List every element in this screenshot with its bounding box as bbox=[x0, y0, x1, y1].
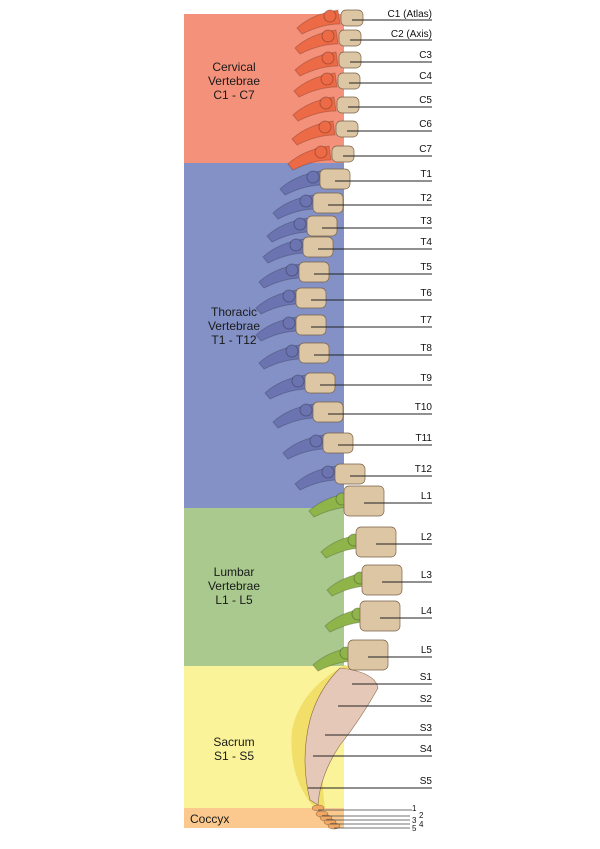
coccyx-segment-label: 4 bbox=[419, 820, 424, 829]
vertebra-label: T2 bbox=[420, 193, 432, 204]
facet-joint bbox=[320, 72, 334, 86]
vertebra-label: T8 bbox=[420, 343, 432, 354]
vertebra-label: L1 bbox=[420, 491, 432, 502]
facet-joint bbox=[285, 263, 299, 277]
facet-joint bbox=[289, 238, 303, 252]
vertebral-body bbox=[334, 463, 366, 485]
thoracic-label: Thoracic Vertebrae T1 - T12 bbox=[207, 305, 261, 347]
vertebra-label: S3 bbox=[419, 723, 432, 734]
coccyx-segment bbox=[327, 822, 341, 830]
facet-joint bbox=[314, 145, 328, 159]
vertebral-body bbox=[340, 9, 364, 27]
vertebra-label: C2 (Axis) bbox=[390, 29, 432, 40]
vertebral-body bbox=[322, 432, 354, 454]
vertebral-body bbox=[304, 372, 336, 394]
facet-joint bbox=[306, 170, 320, 184]
facet-joint bbox=[293, 217, 307, 231]
vertebral-body bbox=[343, 485, 385, 517]
facet-joint bbox=[282, 289, 296, 303]
coccyx-segment-label: 5 bbox=[412, 824, 417, 833]
coccyx-segment-label: 1 bbox=[412, 804, 417, 813]
coccyx-label: Coccyx bbox=[190, 812, 230, 826]
cervical-label: Cervical Vertebrae C1 - C7 bbox=[207, 60, 261, 102]
facet-joint bbox=[321, 51, 335, 65]
facet-joint bbox=[321, 465, 335, 479]
facet-joint bbox=[285, 344, 299, 358]
vertebra-label: T3 bbox=[420, 216, 432, 227]
vertebra-label: T5 bbox=[420, 262, 432, 273]
lumbar-label: Lumbar Vertebrae L1 - L5 bbox=[207, 565, 261, 607]
vertebral-body bbox=[302, 236, 334, 258]
vertebra-label: T12 bbox=[414, 464, 432, 475]
vertebra-label: S1 bbox=[419, 672, 432, 683]
vertebral-body bbox=[319, 168, 351, 190]
vertebral-body bbox=[355, 526, 397, 558]
vertebral-body bbox=[335, 120, 359, 138]
vertebra-label: S5 bbox=[419, 776, 432, 787]
vertebra-label: L3 bbox=[420, 570, 432, 581]
facet-joint bbox=[319, 96, 333, 110]
facet-joint bbox=[309, 434, 323, 448]
vertebra-label: C4 bbox=[419, 71, 432, 82]
coccyx-segment bbox=[311, 804, 325, 812]
vertebra-label: L2 bbox=[420, 532, 432, 543]
facet-joint bbox=[321, 29, 335, 43]
vertebra-label: S2 bbox=[419, 694, 432, 705]
facet-joint bbox=[291, 374, 305, 388]
facet-joint bbox=[318, 120, 332, 134]
vertebral-body bbox=[295, 314, 327, 336]
vertebral-body bbox=[298, 342, 330, 364]
sacrum-label: Sacrum S1 - S5 bbox=[213, 735, 255, 763]
vertebral-body bbox=[295, 287, 327, 309]
facet-joint bbox=[299, 403, 313, 417]
vertebra-label: T7 bbox=[420, 315, 432, 326]
lumbar-region bbox=[184, 508, 344, 666]
vertebra-label: C1 (Atlas) bbox=[387, 9, 432, 20]
vertebra-label: T9 bbox=[420, 373, 432, 384]
vertebral-body bbox=[336, 96, 360, 114]
vertebra-label: L4 bbox=[420, 606, 432, 617]
vertebra-label: C5 bbox=[419, 95, 432, 106]
facet-joint bbox=[323, 9, 337, 23]
coccyx-segment-label: 3 bbox=[412, 816, 417, 825]
vertebra-label: T4 bbox=[420, 237, 432, 248]
vertebral-body bbox=[312, 192, 344, 214]
vertebral-body bbox=[359, 600, 401, 632]
vertebra-label: T10 bbox=[414, 402, 432, 413]
vertebra-label: S4 bbox=[419, 744, 432, 755]
vertebral-body bbox=[298, 261, 330, 283]
vertebra-label: C3 bbox=[419, 50, 432, 61]
coccyx-segment-label: 2 bbox=[419, 811, 424, 820]
sacrum-body bbox=[304, 667, 379, 806]
vertebra-label: T11 bbox=[415, 433, 433, 444]
vertebra-label: L5 bbox=[420, 645, 432, 656]
facet-joint bbox=[299, 194, 313, 208]
facet-joint bbox=[282, 316, 296, 330]
vertebra-label: T1 bbox=[420, 169, 432, 180]
vertebral-body bbox=[347, 639, 389, 671]
vertebral-body bbox=[361, 564, 403, 596]
vertebral-body bbox=[306, 215, 338, 237]
coccyx-region bbox=[184, 808, 344, 828]
vertebral-body bbox=[331, 145, 355, 163]
vertebral-body bbox=[337, 72, 361, 90]
vertebra-label: C6 bbox=[419, 119, 432, 130]
vertebra-label: C7 bbox=[419, 144, 432, 155]
vertebra-label: T6 bbox=[420, 288, 432, 299]
vertebral-body bbox=[312, 401, 344, 423]
vertebral-body bbox=[338, 29, 362, 47]
vertebral-body bbox=[338, 51, 362, 69]
